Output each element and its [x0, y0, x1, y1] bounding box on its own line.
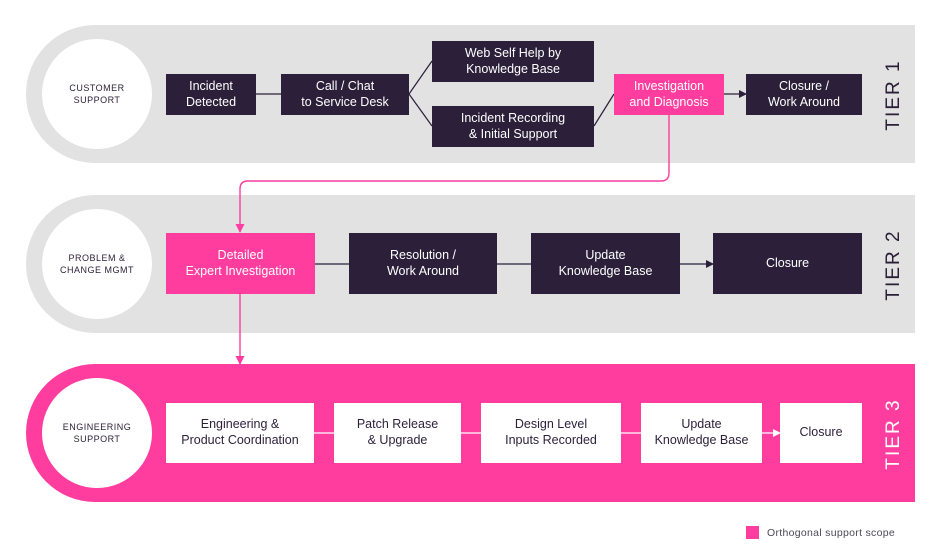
legend: Orthogonal support scope	[746, 526, 895, 539]
step-investigation-diagnosis: Investigation and Diagnosis	[614, 74, 724, 115]
step-label: Detailed Expert Investigation	[185, 247, 296, 278]
step-label: Incident Recording & Initial Support	[460, 110, 566, 141]
legend-swatch	[746, 526, 759, 539]
step-closure-t3: Closure	[780, 403, 862, 463]
step-label: Update Knowledge Base	[654, 417, 749, 447]
step-incident-detected: Incident Detected	[166, 74, 256, 115]
tier1-group-text: CUSTOMER SUPPORT	[69, 82, 125, 105]
tier2-label: TIER 2	[883, 229, 904, 301]
step-label: Update Knowledge Base	[558, 247, 653, 278]
tier1-label: TIER 1	[883, 59, 904, 131]
step-label: Investigation and Diagnosis	[629, 78, 709, 109]
step-label: Closure	[765, 255, 810, 270]
tier2-group-label: PROBLEM & CHANGE MGMT	[42, 209, 152, 319]
step-label: Resolution / Work Around	[386, 247, 460, 278]
step-label: Call / Chat to Service Desk	[301, 78, 389, 109]
step-call-chat-service-desk: Call / Chat to Service Desk	[281, 74, 409, 115]
step-label: Closure	[799, 425, 843, 440]
step-patch-release-upgrade: Patch Release & Upgrade	[334, 403, 461, 463]
step-update-knowledge-base: Update Knowledge Base	[531, 233, 680, 294]
tier1-group-label: CUSTOMER SUPPORT	[42, 39, 152, 149]
tier3-group-text: ENGINEERING SUPPORT	[62, 421, 132, 444]
step-resolution-work-around: Resolution / Work Around	[349, 233, 497, 294]
step-label: Web Self Help by Knowledge Base	[464, 45, 562, 76]
step-label: Closure / Work Around	[767, 78, 841, 109]
step-label: Engineering & Product Coordination	[181, 417, 299, 447]
step-detailed-expert-investigation: Detailed Expert Investigation	[166, 233, 315, 294]
step-incident-recording: Incident Recording & Initial Support	[432, 106, 594, 147]
legend-label: Orthogonal support scope	[767, 526, 896, 539]
step-design-level-inputs: Design Level Inputs Recorded	[481, 403, 621, 463]
step-label: Patch Release & Upgrade	[356, 417, 439, 447]
step-closure: Closure	[713, 233, 862, 294]
step-label: Design Level Inputs Recorded	[505, 417, 597, 447]
step-label: Incident Detected	[185, 78, 237, 109]
step-web-self-help: Web Self Help by Knowledge Base	[432, 41, 594, 82]
tier3-label: TIER 3	[883, 398, 904, 470]
step-update-knowledge-base-t3: Update Knowledge Base	[641, 403, 762, 463]
tier3-group-label: ENGINEERING SUPPORT	[42, 378, 152, 488]
step-closure-work-around: Closure / Work Around	[746, 74, 862, 115]
step-engineering-product-coordination: Engineering & Product Coordination	[166, 403, 314, 463]
tier2-group-text: PROBLEM & CHANGE MGMT	[60, 252, 134, 275]
